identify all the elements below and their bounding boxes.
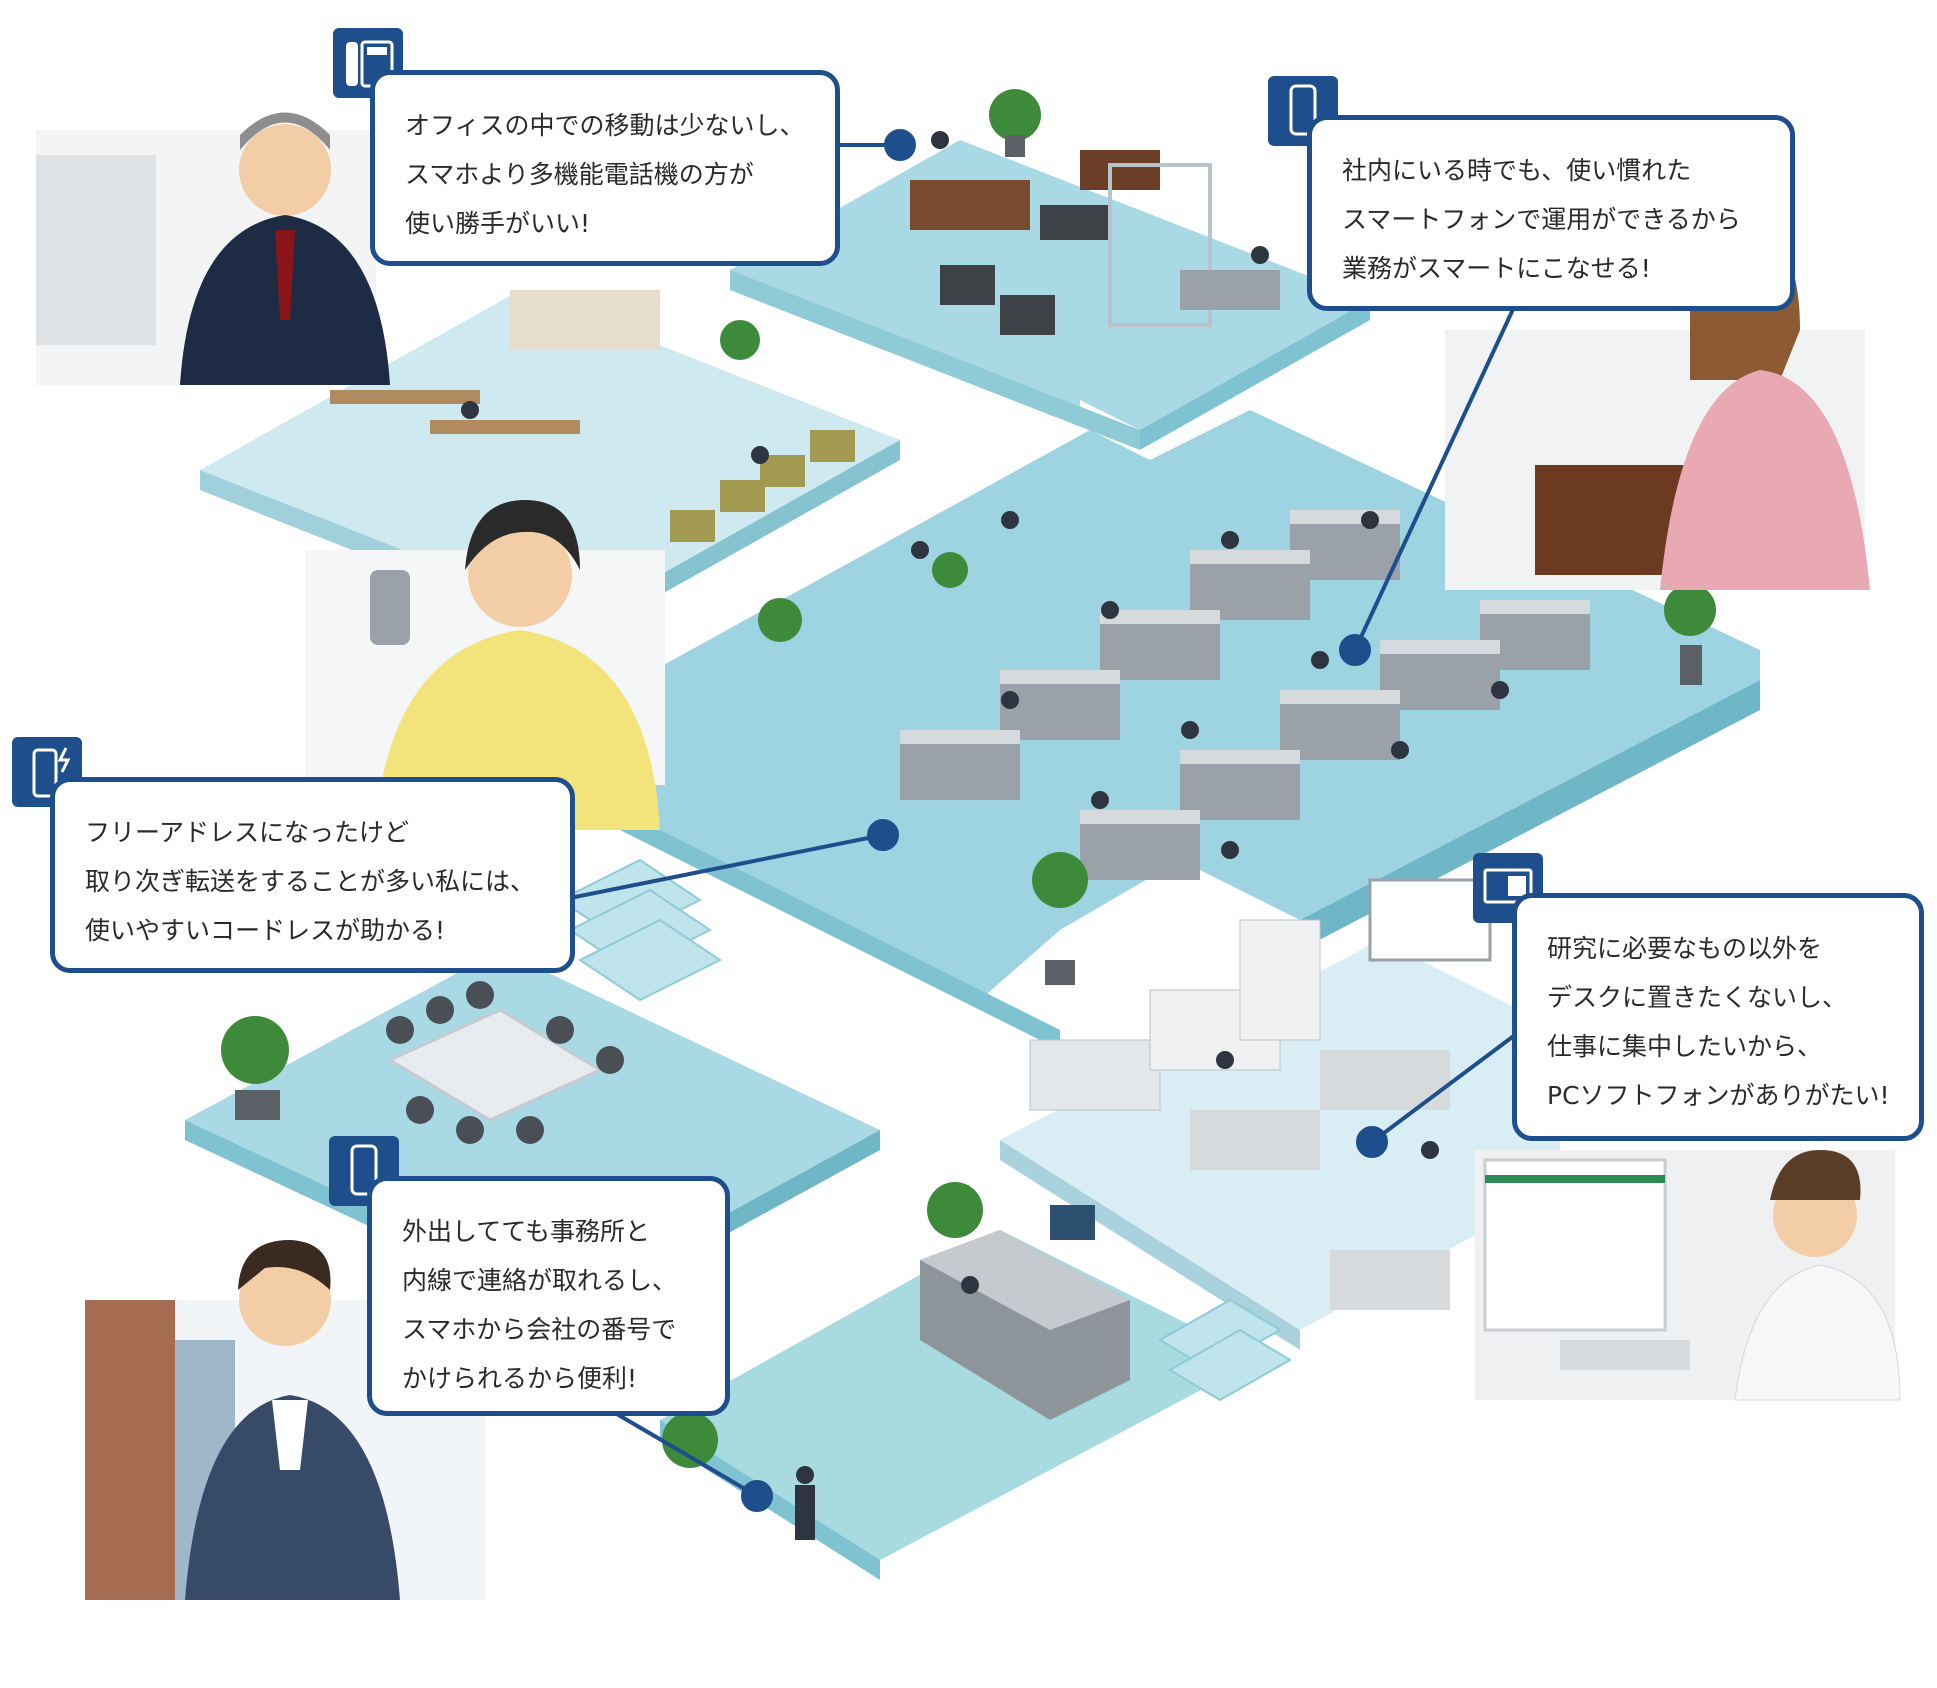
callout-outside: 外出してても事務所と 内線で連絡が取れるし、 スマホから会社の番号で かけられる… xyxy=(367,1176,730,1416)
callout-line: スマホより多機能電話機の方が xyxy=(405,160,754,189)
callout-line: デスクに置きたくないし、 xyxy=(1547,983,1848,1012)
executive-floor xyxy=(730,140,1370,450)
callout-line: オフィスの中での移動は少ないし、 xyxy=(405,111,805,140)
meeting-table xyxy=(386,981,624,1144)
callout-line: スマホから会社の番号で xyxy=(402,1315,677,1344)
callout-line: 取り次ぎ転送をすることが多い私には、 xyxy=(85,867,536,896)
callout-executive: オフィスの中での移動は少ないし、 スマホより多機能電話機の方が 使い勝手がいい! xyxy=(370,70,840,266)
callout-cordless: フリーアドレスになったけど 取り次ぎ転送をすることが多い私には、 使いやすいコー… xyxy=(50,777,575,973)
lab-equipment xyxy=(1029,878,1492,1310)
callout-line: 業務がスマートにこなせる! xyxy=(1342,254,1651,283)
callout-line: 社内にいる時でも、使い慣れた xyxy=(1342,156,1692,185)
callout-line: 研究に必要なもの以外を xyxy=(1547,934,1823,963)
softphone-user-portrait xyxy=(1475,1150,1901,1401)
callout-smartphone: 社内にいる時でも、使い慣れた スマートフォンで運用ができるから 業務がスマートに… xyxy=(1307,115,1795,311)
executive-portrait xyxy=(36,112,390,385)
office-desks xyxy=(900,510,1590,880)
callout-line: 仕事に集中したいから、 xyxy=(1547,1032,1823,1061)
callout-line: PCソフトフォンがありがたい! xyxy=(1547,1081,1890,1110)
callout-line: 内線で連絡が取れるし、 xyxy=(402,1266,678,1295)
callout-line: 使い勝手がいい! xyxy=(405,209,591,238)
callout-line: フリーアドレスになったけど xyxy=(85,818,410,847)
office-people xyxy=(461,131,1509,1540)
callout-line: スマートフォンで運用ができるから xyxy=(1342,205,1741,234)
lounge-furniture xyxy=(330,290,855,542)
callout-line: 使いやすいコードレスが助かる! xyxy=(85,916,446,945)
callout-connectors xyxy=(569,129,1517,1512)
callout-softphone: 研究に必要なもの以外を デスクに置きたくないし、 仕事に集中したいから、 PCソ… xyxy=(1512,893,1924,1141)
callout-line: 外出してても事務所と xyxy=(402,1217,651,1246)
callout-line: かけられるから便利! xyxy=(402,1364,638,1393)
outside-user-portrait xyxy=(85,1240,485,1600)
potted-plants xyxy=(221,89,1716,1468)
executive-furniture xyxy=(910,150,1280,335)
